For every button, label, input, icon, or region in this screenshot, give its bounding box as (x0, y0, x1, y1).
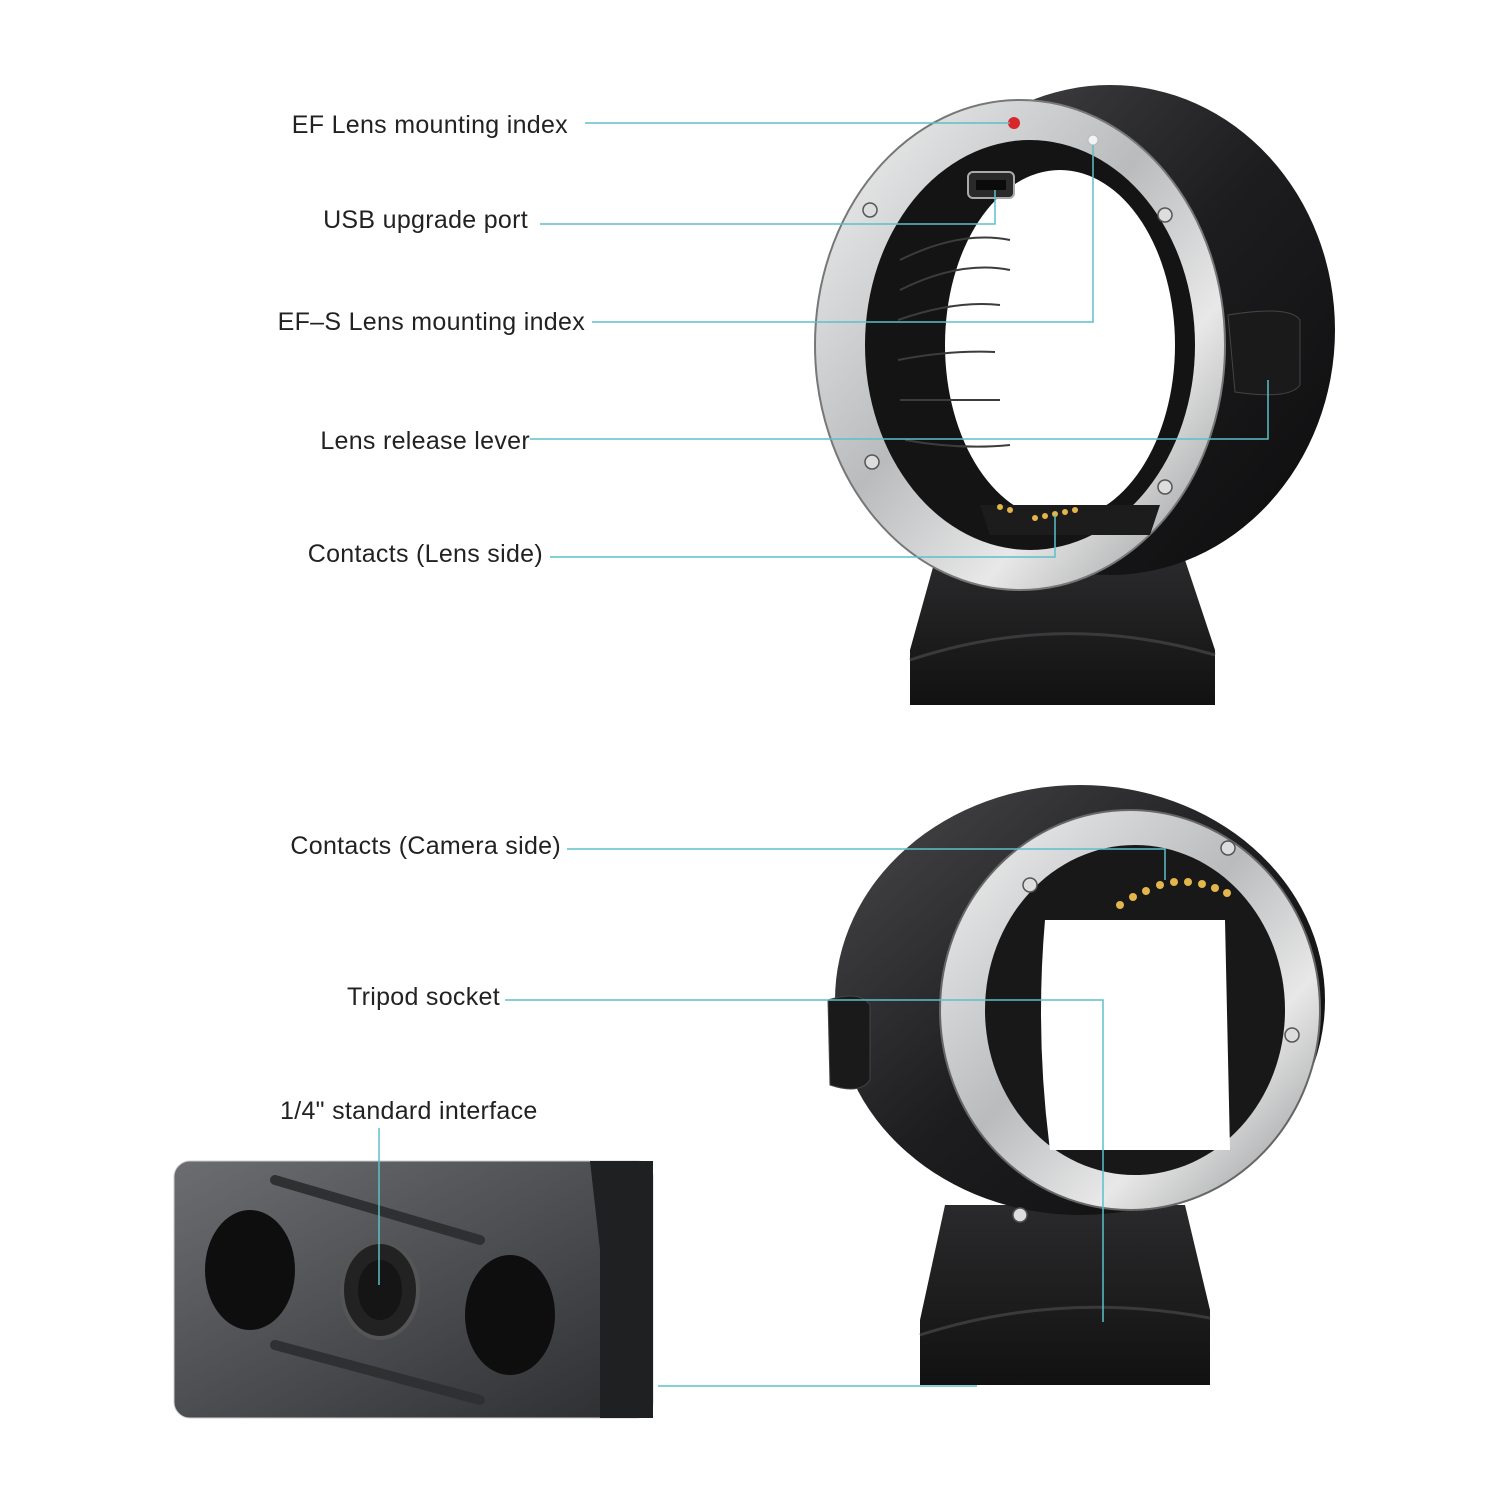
tripod-mount-inset (173, 1160, 654, 1419)
callout-ef-index: EF Lens mounting index (291, 111, 568, 139)
lens-release-lever-shape (1227, 310, 1301, 396)
callout-contacts-camera: Contacts (Camera side) (290, 832, 561, 860)
callout-quarter-interface: 1/4" standard interface (280, 1097, 538, 1125)
camera-contacts-shape (1116, 878, 1231, 909)
leader-tripod-socket (505, 999, 1104, 1322)
release-button-shape (827, 995, 871, 1090)
ef-index-dot (1008, 117, 1020, 129)
callout-efs-index: EF–S Lens mounting index (277, 308, 585, 336)
callout-usb-port: USB upgrade port (323, 206, 528, 234)
leader-release-lever (530, 380, 1269, 440)
leader-efs-index (592, 145, 1094, 323)
callout-tripod-socket: Tripod socket (346, 983, 500, 1011)
top-adapter (814, 85, 1335, 705)
leader-contacts-lens (550, 515, 1056, 558)
bottom-adapter-foot (920, 1205, 1210, 1385)
callout-release-lever: Lens release lever (320, 427, 530, 455)
leader-lines (378, 122, 1269, 1387)
top-adapter-opening (945, 170, 1175, 520)
bottom-adapter-opening (1041, 920, 1230, 1150)
bottom-adapter (827, 785, 1325, 1385)
efs-index-dot (1087, 134, 1099, 146)
leader-usb-port (540, 190, 996, 225)
leader-contacts-camera (567, 848, 1166, 880)
callout-contacts-lens: Contacts (Lens side) (307, 540, 543, 568)
